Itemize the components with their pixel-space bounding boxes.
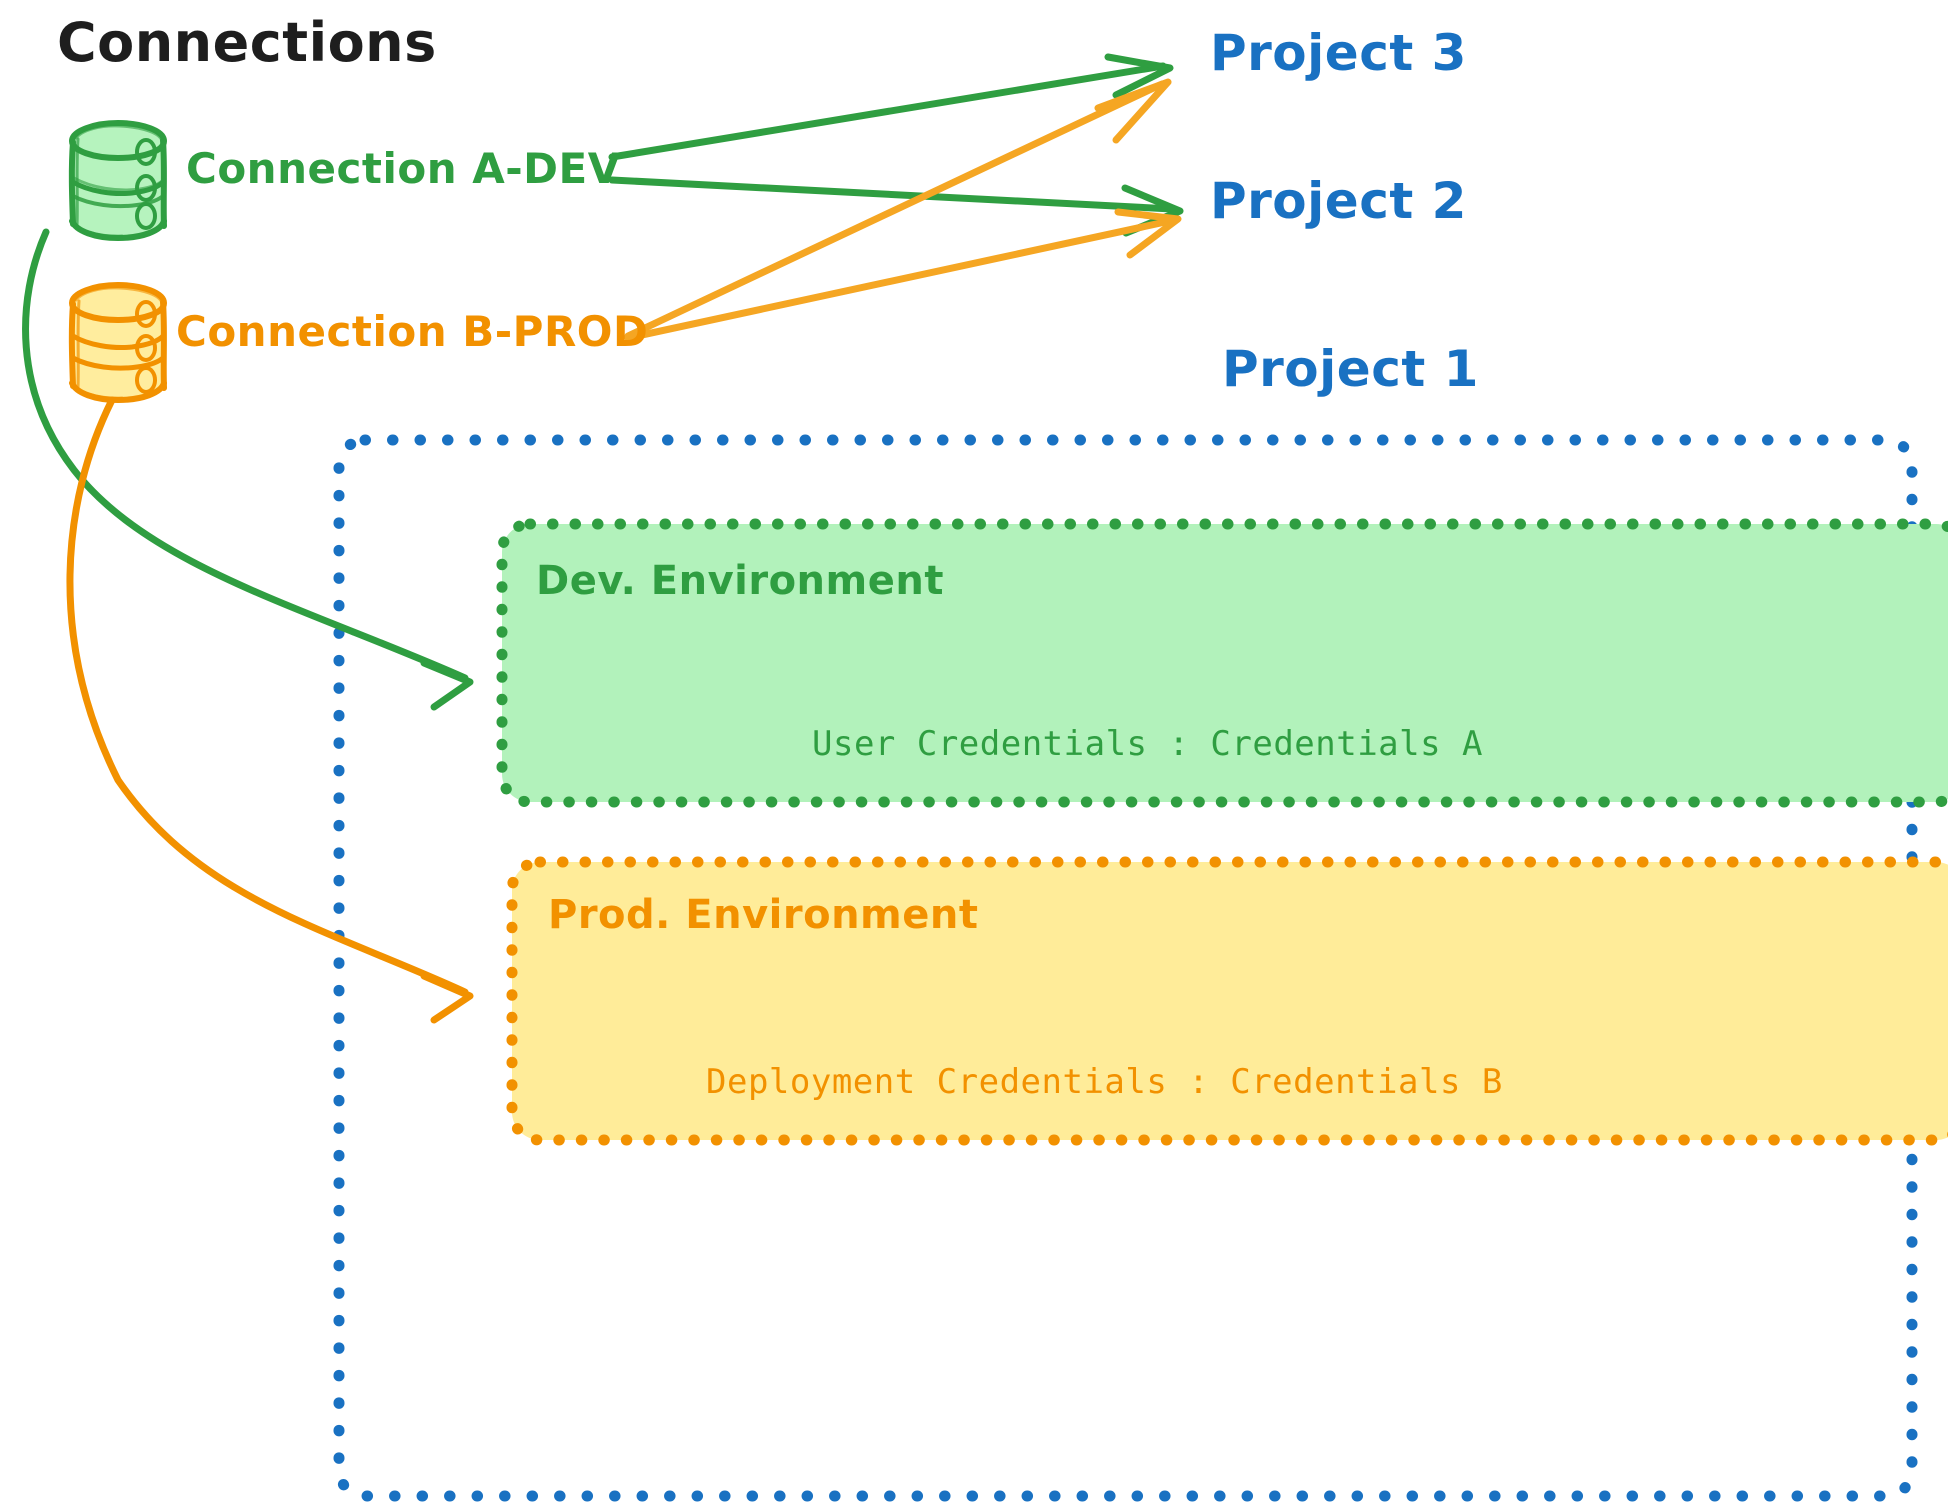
arrow-conn-b-to-prod-environment	[66, 396, 474, 1024]
arrow-conn-b-to-project2	[624, 208, 1182, 342]
connection-a-dev-label[interactable]: Connection A-DEV	[186, 144, 621, 193]
project-2-label[interactable]: Project 2	[1210, 172, 1467, 230]
database-cylinder-icon-orange	[68, 282, 167, 404]
database-cylinder-icon-green	[68, 120, 167, 242]
arrow-conn-a-to-dev-environment	[22, 228, 474, 711]
dev-environment-credentials: User Credentials : Credentials A	[812, 724, 1484, 764]
prod-environment-box	[506, 856, 1948, 1146]
prod-environment-title: Prod. Environment	[548, 892, 979, 938]
arrow-conn-a-to-project3	[608, 53, 1174, 161]
page-title: Connections	[57, 11, 437, 74]
arrow-conn-b-to-project3	[624, 78, 1172, 340]
prod-environment-credentials: Deployment Credentials : Credentials B	[706, 1062, 1503, 1102]
connection-b-prod-label[interactable]: Connection B-PROD	[176, 307, 649, 356]
dev-environment-box	[496, 518, 1948, 808]
project-1-label[interactable]: Project 1	[1222, 340, 1479, 398]
project-3-label[interactable]: Project 3	[1210, 24, 1467, 82]
dev-environment-title: Dev. Environment	[536, 558, 944, 604]
